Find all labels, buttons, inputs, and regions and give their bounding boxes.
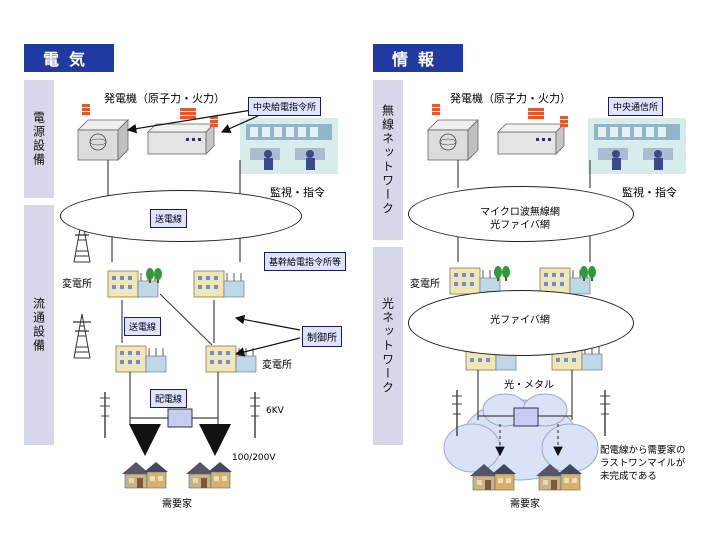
- last-mile-note: 配電線から需要家の ラストワンマイルが 未完成である: [600, 444, 686, 483]
- optical-fiber-label: 光ファイバ網: [490, 315, 550, 326]
- last-mile-note-line2: ラストワンマイルが: [600, 458, 686, 469]
- transmission-line-box-1: 送電線: [150, 209, 188, 228]
- optical-network-band: 光ネットワーク: [373, 247, 403, 445]
- right-generator-label: 発電機（原子力・火力）: [450, 92, 571, 105]
- central-dispatch-box: 中央給電指令所: [248, 97, 322, 116]
- substation-label-1: 変電所: [62, 279, 92, 290]
- distribution-equipment-band-label: 流通設備: [31, 297, 46, 353]
- electric-header: 電気: [24, 44, 114, 72]
- wireless-network-band: 無線ネットワーク: [373, 80, 403, 240]
- control-center-box: 制御所: [302, 326, 342, 347]
- voltage-6kv-label: 6KV: [266, 406, 284, 416]
- voltage-low-label: 100/200V: [232, 453, 276, 463]
- optical-network-band-label: 光ネットワーク: [380, 297, 395, 395]
- optical-metal-label: 光・メタル: [504, 380, 554, 391]
- left-consumer-label: 需要家: [162, 499, 192, 510]
- microwave-network-line2: 光ファイバ網: [490, 220, 550, 231]
- transmission-line-box-2: 送電線: [124, 317, 162, 336]
- right-substation-label: 変電所: [410, 279, 440, 290]
- backbone-dispatch-box: 基幹給電指令所等: [264, 252, 347, 271]
- last-mile-note-line1: 配電線から需要家の: [600, 445, 686, 456]
- wireless-network-band-label: 無線ネットワーク: [380, 104, 395, 216]
- right-consumer-label: 需要家: [510, 499, 540, 510]
- last-mile-note-line3: 未完成である: [600, 471, 657, 482]
- microwave-network-label: マイクロ波無線網 光ファイバ網: [470, 206, 570, 232]
- central-comm-box: 中央通信所: [608, 97, 664, 116]
- optical-fiber-ellipse: [408, 290, 634, 356]
- distribution-line-box: 配電線: [150, 389, 188, 408]
- substation-label-2: 変電所: [262, 360, 292, 371]
- distribution-equipment-band: 流通設備: [24, 205, 54, 445]
- left-monitor-label: 監視・指令: [270, 186, 325, 199]
- microwave-network-ellipse: [408, 186, 634, 242]
- power-equipment-band: 電源設備: [24, 80, 54, 198]
- information-header: 情報: [373, 44, 463, 72]
- left-generator-label: 発電機（原子力・火力）: [104, 92, 225, 105]
- power-equipment-band-label: 電源設備: [31, 111, 46, 167]
- microwave-network-line1: マイクロ波無線網: [480, 207, 560, 218]
- right-monitor-label: 監視・指令: [622, 186, 677, 199]
